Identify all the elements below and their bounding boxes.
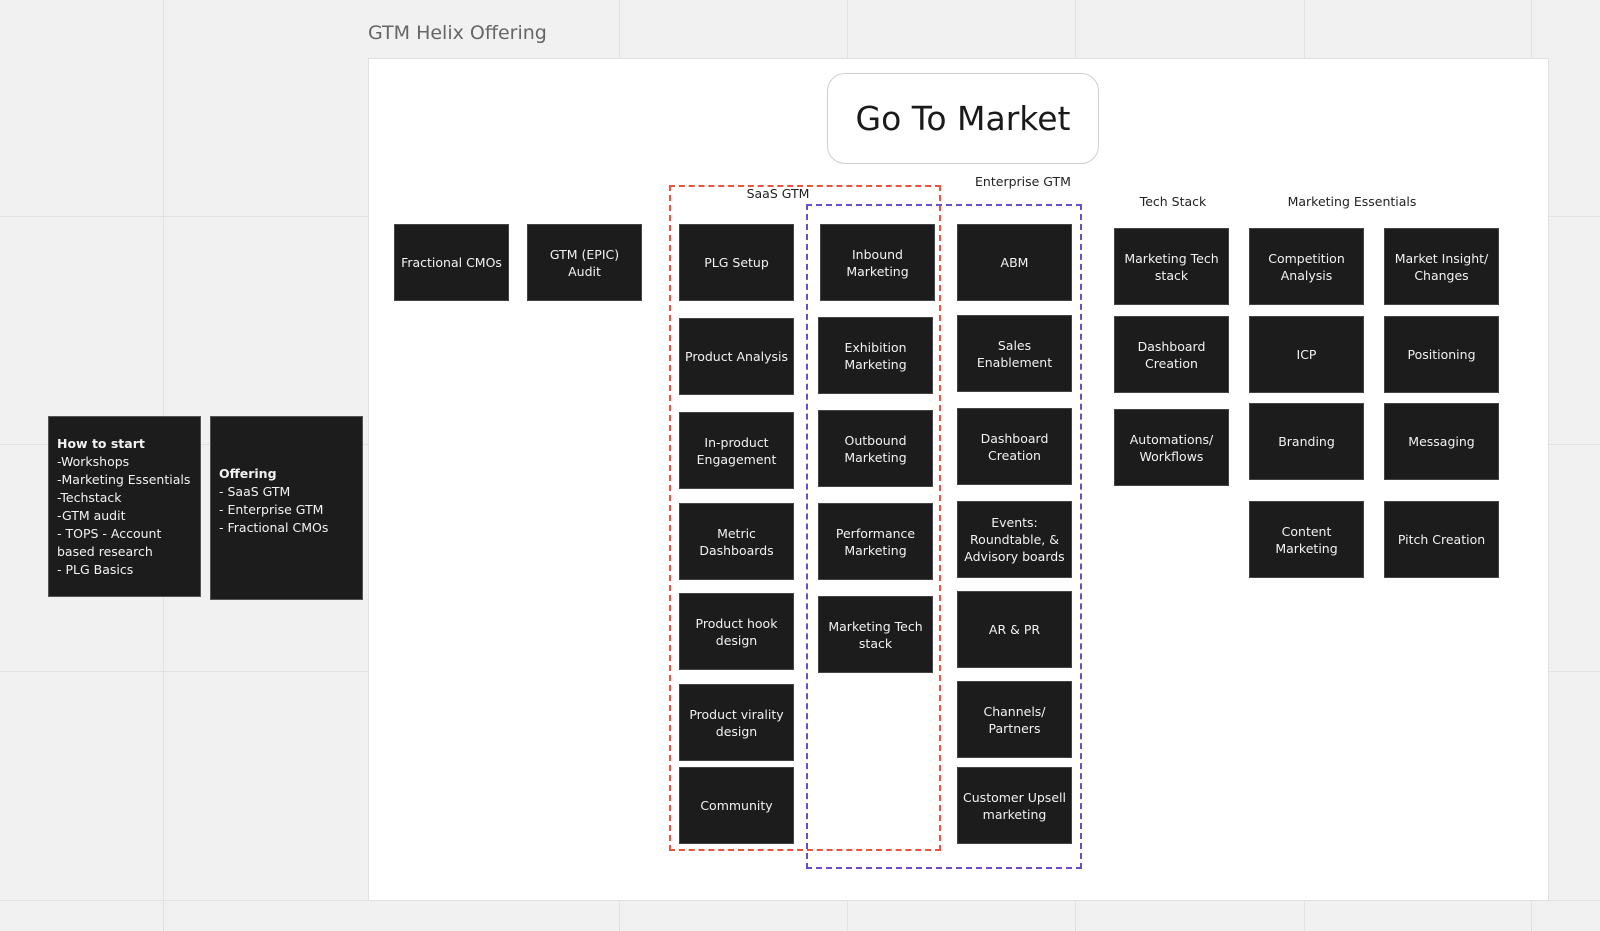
tech-stack-label[interactable]: Tech Stack <box>1139 194 1207 209</box>
card-dashboard-creation[interactable]: Dashboard Creation <box>957 408 1072 485</box>
card-product-hook-design[interactable]: Product hook design <box>679 593 794 670</box>
note-line: -Techstack <box>57 489 122 505</box>
card-competition-analysis[interactable]: Competition Analysis <box>1249 228 1364 305</box>
card-inbound-marketing[interactable]: Inbound Marketing <box>820 224 935 301</box>
card-ar-pr[interactable]: AR & PR <box>957 591 1072 668</box>
card-marketing-tech-stack[interactable]: Marketing Tech stack <box>818 596 933 673</box>
go-to-market-header[interactable]: Go To Market <box>827 73 1099 164</box>
enterprise-gtm-label[interactable]: Enterprise GTM <box>975 174 1071 189</box>
card-dashboard-creation-2[interactable]: Dashboard Creation <box>1114 316 1229 393</box>
card-channels-partners[interactable]: Channels/ Partners <box>957 681 1072 758</box>
card-fractional-cmos[interactable]: Fractional CMOs <box>394 224 509 301</box>
card-icp[interactable]: ICP <box>1249 316 1364 393</box>
note-title: How to start <box>57 435 145 451</box>
card-branding[interactable]: Branding <box>1249 403 1364 480</box>
card-metric-dashboards[interactable]: Metric Dashboards <box>679 503 794 580</box>
card-community[interactable]: Community <box>679 767 794 844</box>
note-line: -Workshops <box>57 453 130 469</box>
card-performance-marketing[interactable]: Performance Marketing <box>818 503 933 580</box>
card-automations-workflows[interactable]: Automations/ Workflows <box>1114 409 1229 486</box>
note-title: Offering <box>219 466 277 481</box>
card-abm[interactable]: ABM <box>957 224 1072 301</box>
card-product-virality-design[interactable]: Product virality design <box>679 684 794 761</box>
card-outbound-marketing[interactable]: Outbound Marketing <box>818 410 933 487</box>
card-pitch-creation[interactable]: Pitch Creation <box>1384 501 1499 578</box>
note-offering[interactable]: Offering - SaaS GTM - Enterprise GTM - F… <box>210 416 363 600</box>
card-customer-upsell[interactable]: Customer Upsell marketing <box>957 767 1072 844</box>
note-line: - Fractional CMOs <box>219 520 329 535</box>
card-content-marketing[interactable]: Content Marketing <box>1249 501 1364 578</box>
note-line: - SaaS GTM <box>219 484 291 499</box>
card-events[interactable]: Events: Roundtable, & Advisory boards <box>957 501 1072 578</box>
saas-gtm-group[interactable] <box>669 185 941 851</box>
note-line: - PLG Basics <box>57 561 134 577</box>
marketing-essentials-label[interactable]: Marketing Essentials <box>1287 194 1417 209</box>
card-messaging[interactable]: Messaging <box>1384 403 1499 480</box>
note-line: - TOPS - Account based research <box>57 525 162 559</box>
card-market-insight[interactable]: Market Insight/ Changes <box>1384 228 1499 305</box>
note-how-to-start[interactable]: How to start -Workshops -Marketing Essen… <box>48 416 201 597</box>
card-marketing-tech-stack-2[interactable]: Marketing Tech stack <box>1114 228 1229 305</box>
saas-gtm-label[interactable]: SaaS GTM <box>746 186 810 201</box>
card-in-product-engagement[interactable]: In-product Engagement <box>679 412 794 489</box>
enterprise-gtm-group[interactable] <box>806 204 1082 869</box>
card-gtm-audit[interactable]: GTM (EPIC) Audit <box>527 224 642 301</box>
note-line: - Enterprise GTM <box>219 502 324 517</box>
card-plg-setup[interactable]: PLG Setup <box>679 224 794 301</box>
note-line: -GTM audit <box>57 507 126 523</box>
frame-title[interactable]: GTM Helix Offering <box>368 22 547 44</box>
card-positioning[interactable]: Positioning <box>1384 316 1499 393</box>
card-exhibition-marketing[interactable]: Exhibition Marketing <box>818 317 933 394</box>
card-sales-enablement[interactable]: Sales Enablement <box>957 315 1072 392</box>
card-product-analysis[interactable]: Product Analysis <box>679 318 794 395</box>
note-line: -Marketing Essentials <box>57 471 191 487</box>
